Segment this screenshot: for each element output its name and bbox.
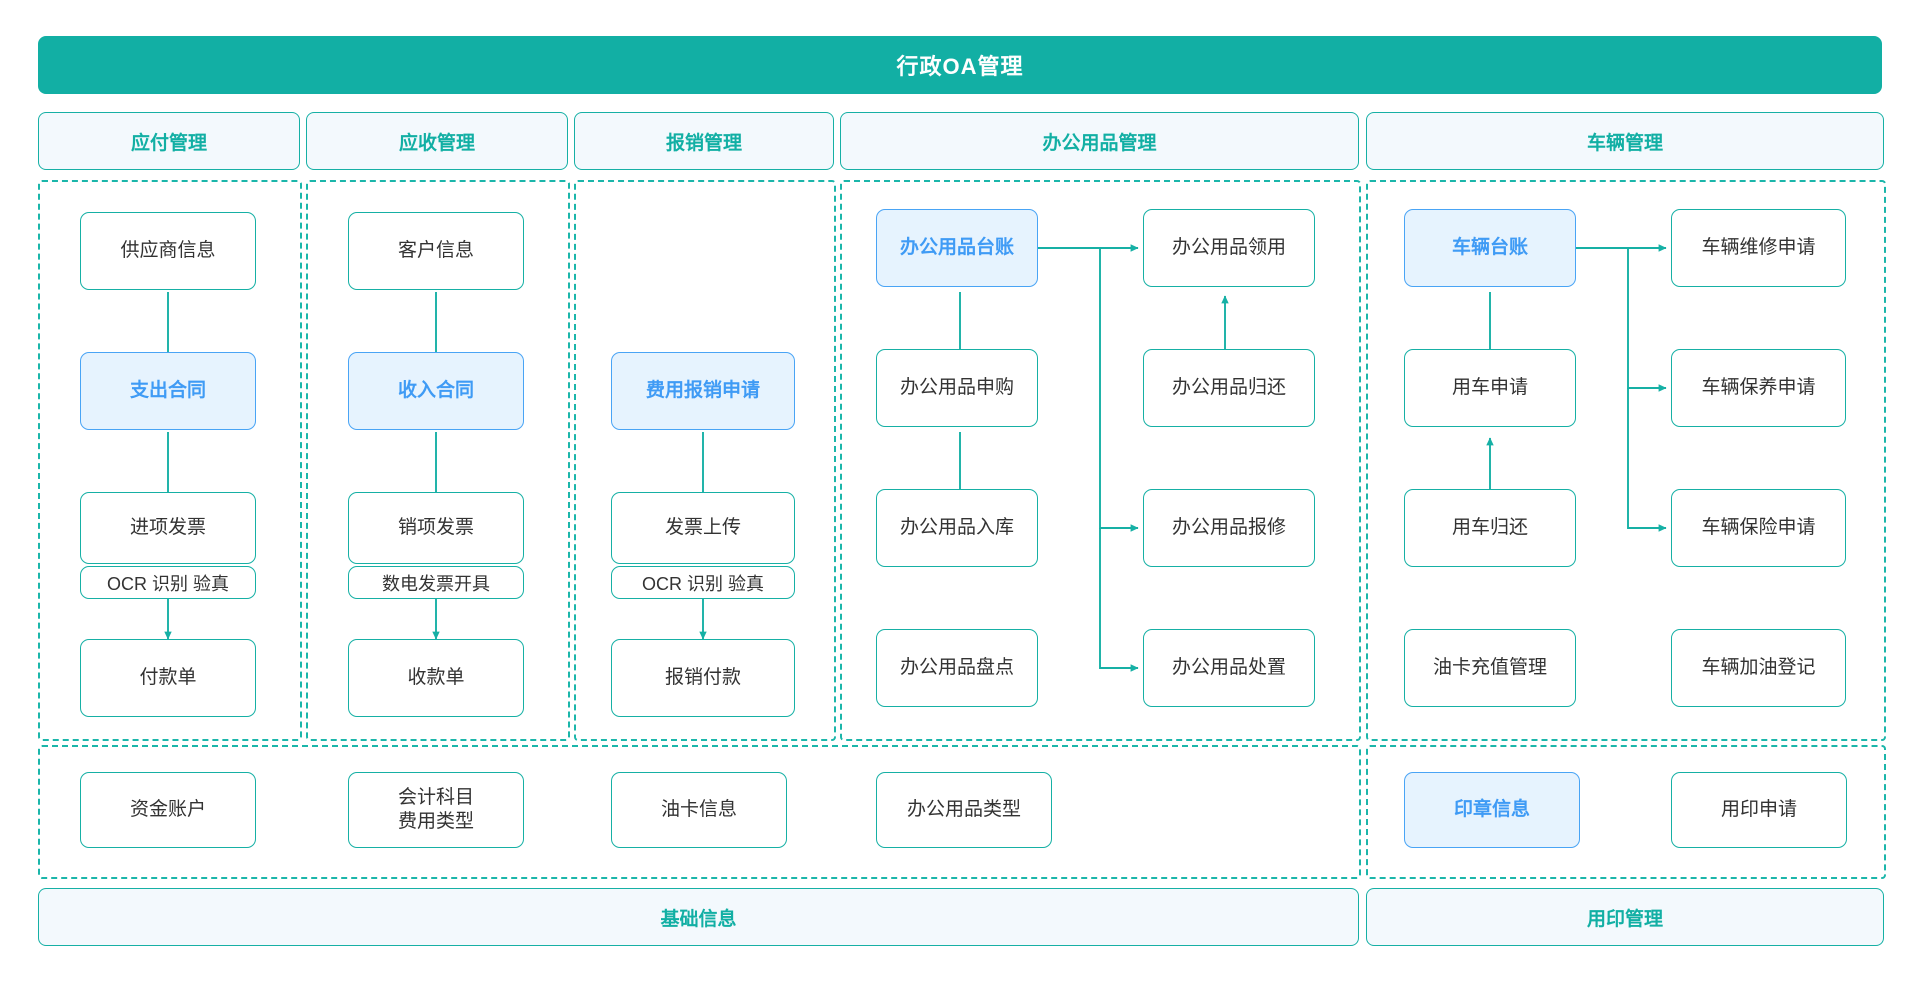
node-label: 进项发票 bbox=[129, 517, 206, 539]
node-tag-einvoice[interactable]: 数电发票开具 bbox=[348, 566, 524, 599]
node-label: 用车归还 bbox=[1451, 517, 1528, 539]
node-label: 车辆维修申请 bbox=[1701, 237, 1816, 259]
node-fuelcard-recharge[interactable]: 油卡充值管理 bbox=[1404, 629, 1576, 707]
node-vehicle-repair-request[interactable]: 车辆维修申请 bbox=[1671, 209, 1846, 287]
node-label-line2: 费用类型 bbox=[397, 811, 474, 832]
node-tag-label: OCR 识别 验真 bbox=[106, 573, 229, 594]
node-supplies-inbound[interactable]: 办公用品入库 bbox=[876, 489, 1038, 567]
node-label: 办公用品处置 bbox=[1171, 657, 1286, 679]
node-label: 车辆台账 bbox=[1451, 237, 1528, 259]
group-frame-expense bbox=[574, 180, 836, 741]
group-frame-supplies bbox=[840, 180, 1361, 741]
column-header-receivable[interactable]: 应收管理 bbox=[306, 112, 568, 170]
footer-bar-basic-info[interactable]: 基础信息 bbox=[38, 888, 1359, 946]
column-header-label: 应收管理 bbox=[398, 132, 475, 154]
node-expense-claim[interactable]: 费用报销申请 bbox=[611, 352, 795, 430]
footer-bar-label: 基础信息 bbox=[660, 908, 737, 930]
node-invoice-upload[interactable]: 发票上传 bbox=[611, 492, 795, 564]
column-header-label: 应付管理 bbox=[130, 132, 207, 154]
node-label: 办公用品报修 bbox=[1171, 517, 1286, 539]
node-label: 资金账户 bbox=[129, 799, 206, 821]
node-label: 办公用品台账 bbox=[899, 237, 1014, 259]
column-header-payable[interactable]: 应付管理 bbox=[38, 112, 300, 170]
node-seal-application[interactable]: 用印申请 bbox=[1671, 772, 1847, 848]
node-label: 付款单 bbox=[139, 667, 197, 689]
node-label: 车辆保养申请 bbox=[1701, 377, 1816, 399]
node-customer-info[interactable]: 客户信息 bbox=[348, 212, 524, 290]
node-fuelcard-info[interactable]: 油卡信息 bbox=[611, 772, 787, 848]
node-supplies-ledger[interactable]: 办公用品台账 bbox=[876, 209, 1038, 287]
column-header-label: 报销管理 bbox=[665, 132, 742, 154]
group-frame-vehicle bbox=[1366, 180, 1886, 741]
column-header-supplies[interactable]: 办公用品管理 bbox=[840, 112, 1359, 170]
node-label: 收入合同 bbox=[397, 380, 474, 402]
node-payment-voucher[interactable]: 付款单 bbox=[80, 639, 256, 717]
node-vehicle-insurance-request[interactable]: 车辆保险申请 bbox=[1671, 489, 1846, 567]
node-income-contract[interactable]: 收入合同 bbox=[348, 352, 524, 430]
node-supplies-type[interactable]: 办公用品类型 bbox=[876, 772, 1052, 848]
footer-bar-seal[interactable]: 用印管理 bbox=[1366, 888, 1884, 946]
node-tag-label: OCR 识别 验真 bbox=[641, 573, 764, 594]
node-label: 油卡信息 bbox=[660, 799, 737, 821]
node-tag-label: 数电发票开具 bbox=[382, 573, 490, 594]
footer-bar-label: 用印管理 bbox=[1586, 908, 1663, 930]
node-label: 支出合同 bbox=[129, 380, 206, 402]
node-label: 费用报销申请 bbox=[645, 380, 760, 402]
node-label: 办公用品盘点 bbox=[899, 657, 1014, 679]
node-label: 客户信息 bbox=[397, 240, 474, 262]
node-account-subject[interactable]: 会计科目 费用类型 bbox=[348, 772, 524, 848]
node-label: 供应商信息 bbox=[120, 240, 216, 262]
node-seal-info[interactable]: 印章信息 bbox=[1404, 772, 1580, 848]
column-header-label: 车辆管理 bbox=[1586, 132, 1663, 154]
node-supplies-issue[interactable]: 办公用品领用 bbox=[1143, 209, 1315, 287]
group-frame-seal bbox=[1366, 745, 1886, 879]
node-supplies-repair[interactable]: 办公用品报修 bbox=[1143, 489, 1315, 567]
node-label: 收款单 bbox=[407, 667, 465, 689]
column-header-label: 办公用品管理 bbox=[1042, 132, 1157, 154]
node-expense-payment[interactable]: 报销付款 bbox=[611, 639, 795, 717]
group-frame-payable bbox=[38, 180, 302, 741]
node-vehicle-refuel-record[interactable]: 车辆加油登记 bbox=[1671, 629, 1846, 707]
node-label: 办公用品类型 bbox=[906, 799, 1021, 821]
node-label: 油卡充值管理 bbox=[1432, 657, 1547, 679]
node-output-invoice[interactable]: 销项发票 bbox=[348, 492, 524, 564]
node-supplies-disposal[interactable]: 办公用品处置 bbox=[1143, 629, 1315, 707]
node-input-invoice[interactable]: 进项发票 bbox=[80, 492, 256, 564]
node-label: 发票上传 bbox=[664, 517, 741, 539]
node-vehicle-request[interactable]: 用车申请 bbox=[1404, 349, 1576, 427]
page-title: 行政OA管理 bbox=[896, 54, 1024, 79]
column-header-vehicle[interactable]: 车辆管理 bbox=[1366, 112, 1884, 170]
node-label: 销项发票 bbox=[397, 517, 474, 539]
node-expense-contract[interactable]: 支出合同 bbox=[80, 352, 256, 430]
node-label-line1: 会计科目 bbox=[397, 787, 474, 809]
node-label: 用车申请 bbox=[1451, 377, 1528, 399]
node-label: 印章信息 bbox=[1453, 799, 1530, 821]
node-label: 报销付款 bbox=[664, 667, 741, 689]
node-label: 车辆保险申请 bbox=[1701, 517, 1816, 539]
node-label: 办公用品入库 bbox=[899, 517, 1014, 539]
node-label: 用印申请 bbox=[1720, 799, 1797, 821]
node-supplies-stocktake[interactable]: 办公用品盘点 bbox=[876, 629, 1038, 707]
node-vehicle-ledger[interactable]: 车辆台账 bbox=[1404, 209, 1576, 287]
node-label: 办公用品申购 bbox=[899, 377, 1014, 399]
group-frame-basic-info bbox=[38, 745, 1361, 879]
node-vehicle-return[interactable]: 用车归还 bbox=[1404, 489, 1576, 567]
node-supplier-info[interactable]: 供应商信息 bbox=[80, 212, 256, 290]
node-tag-ocr-payable[interactable]: OCR 识别 验真 bbox=[80, 566, 256, 599]
node-fund-account[interactable]: 资金账户 bbox=[80, 772, 256, 848]
node-supplies-purchase[interactable]: 办公用品申购 bbox=[876, 349, 1038, 427]
node-supplies-return[interactable]: 办公用品归还 bbox=[1143, 349, 1315, 427]
page-title-banner: 行政OA管理 bbox=[38, 36, 1882, 94]
column-header-expense[interactable]: 报销管理 bbox=[574, 112, 834, 170]
node-label: 车辆加油登记 bbox=[1701, 657, 1816, 679]
node-receipt-voucher[interactable]: 收款单 bbox=[348, 639, 524, 717]
node-tag-ocr-expense[interactable]: OCR 识别 验真 bbox=[611, 566, 795, 599]
group-frame-receivable bbox=[306, 180, 570, 741]
node-label: 办公用品领用 bbox=[1171, 237, 1286, 259]
node-vehicle-maintain-request[interactable]: 车辆保养申请 bbox=[1671, 349, 1846, 427]
node-label: 办公用品归还 bbox=[1171, 377, 1286, 399]
